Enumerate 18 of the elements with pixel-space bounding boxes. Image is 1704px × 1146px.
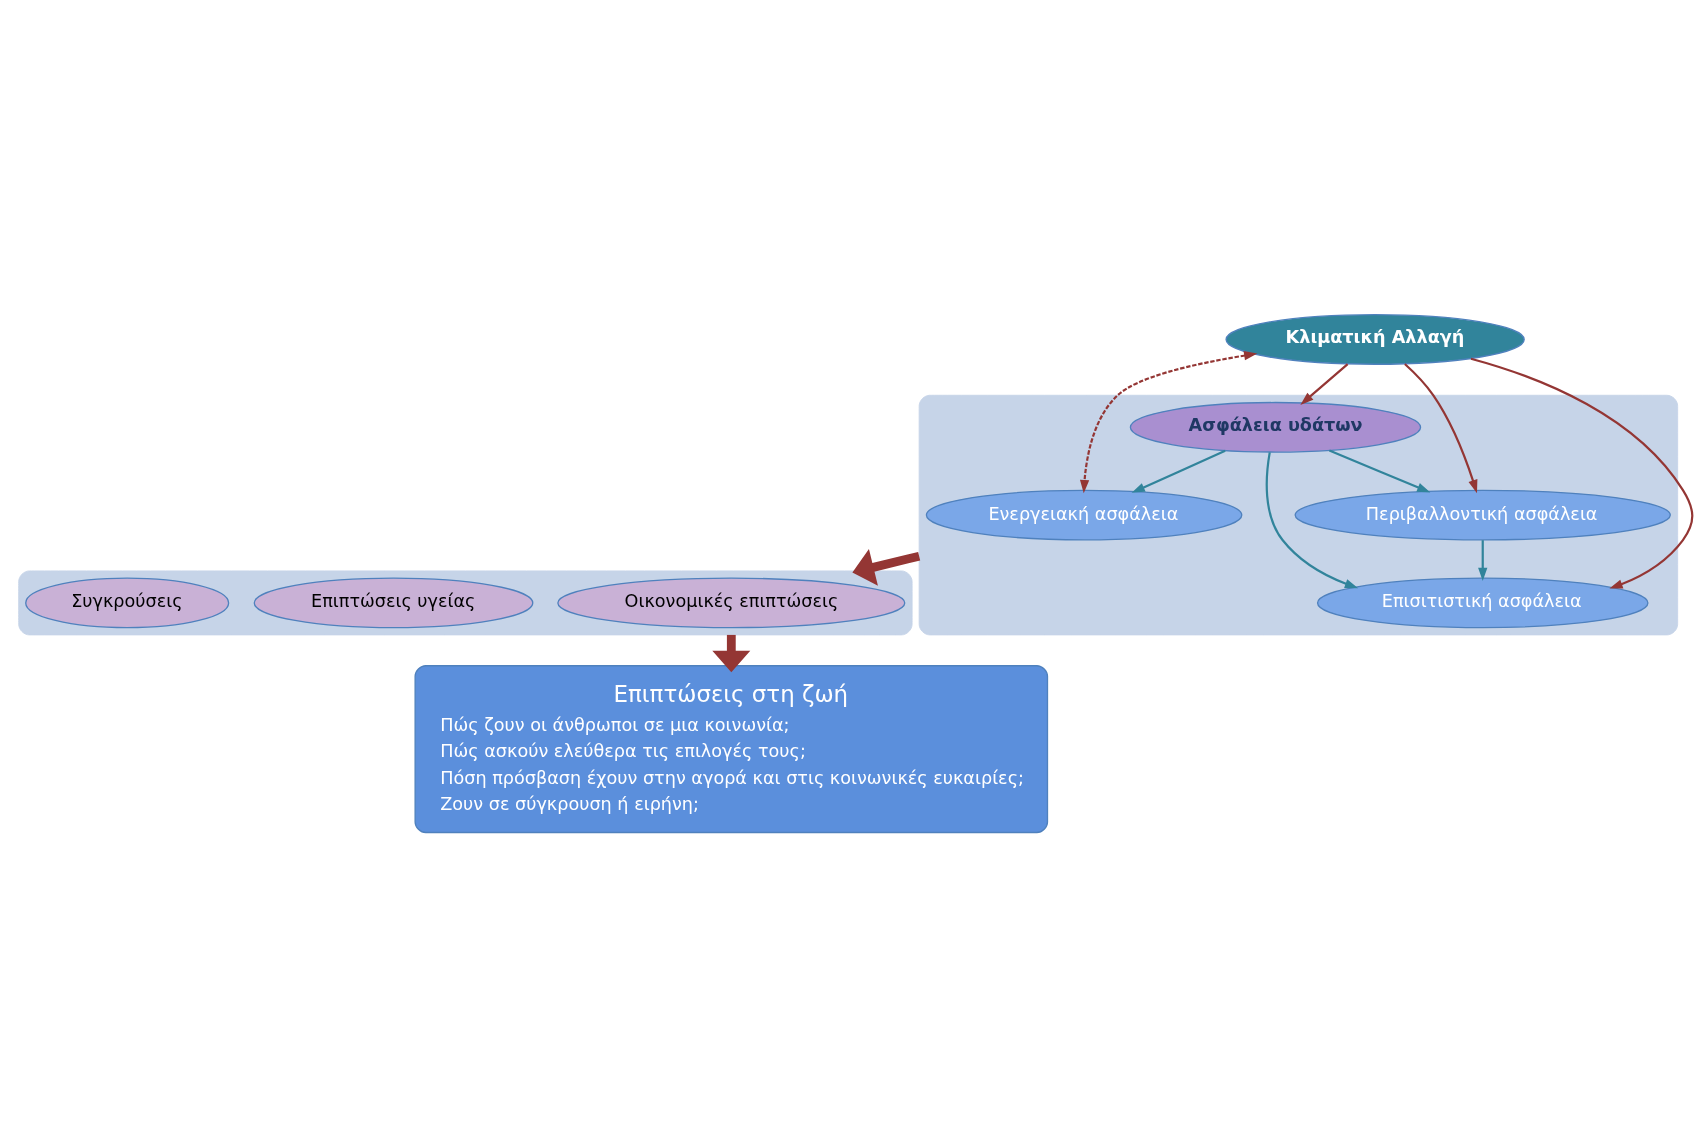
- arrow: [1265, 451, 1359, 588]
- node-ellipse: Συγκρούσεις: [25, 577, 230, 628]
- arrow: [1079, 350, 1258, 493]
- node-ellipse: Ενεργειακή ασφάλεια: [925, 489, 1243, 540]
- node-ellipse: Οικονομικές επιπτώσεις: [557, 577, 906, 628]
- arrow: [1470, 357, 1694, 589]
- arrow: [1404, 362, 1478, 493]
- node-ellipse: Κλιματική Αλλαγή: [1225, 313, 1525, 365]
- cluster: [18, 569, 913, 635]
- arrow: [1328, 449, 1431, 492]
- node-ellipse: Επιπτώσεις υγείας: [253, 577, 534, 628]
- arrow: [1478, 539, 1488, 581]
- arrow: [1300, 362, 1349, 405]
- arrow: [712, 634, 751, 672]
- node-ellipse: Περιβαλλοντική ασφάλεια: [1294, 489, 1671, 540]
- node-ellipse: Ασφάλεια υδάτων: [1129, 401, 1422, 453]
- node-box: Επιπτώσεις στη ζωή Πώς ζουν οι άνθρωποι σε μια κοινωνία; Πώς ασκούν ελεύθερα τις επιλογές τους; Πόση πρόσβαση έχουν στην αγορά και στις κοινωνικές ευκαιρίες; Ζουν σε σύγκρουση ή ειρήνη;: [414, 664, 1049, 833]
- arrow: [1131, 449, 1226, 493]
